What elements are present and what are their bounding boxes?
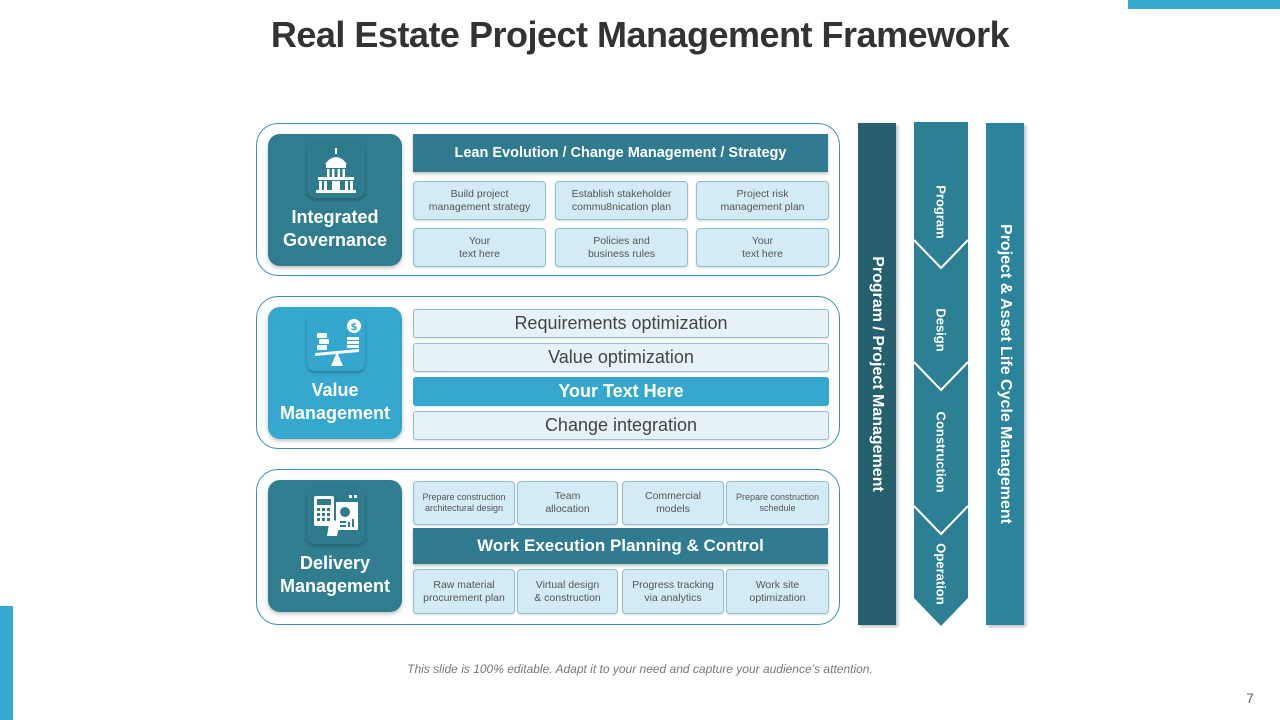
- stage-chevron-design: [914, 240, 968, 390]
- lifecycle-column: Project & Asset Life Cycle Management: [986, 123, 1024, 625]
- stage-chevron-construction: [914, 362, 968, 534]
- value-bar: Change integration: [413, 411, 829, 440]
- stage-label-operation: Operation: [933, 543, 949, 605]
- value-bar-highlight: Your Text Here: [413, 377, 829, 406]
- calculator-report-icon: [307, 486, 365, 544]
- delivery-top-box: Team allocation: [517, 481, 618, 525]
- governance-box: Project risk management plan: [696, 181, 829, 220]
- delivery-bottom-box: Virtual design & construction: [517, 569, 618, 614]
- delivery-top-box: Prepare construction schedule: [726, 481, 829, 525]
- stage-label-design: Design: [933, 308, 949, 352]
- governance-header-bar: Lean Evolution / Change Management / Str…: [413, 134, 828, 172]
- page-number: 7: [1246, 690, 1254, 706]
- delivery-top-box: Prepare construction architectural desig…: [413, 481, 515, 525]
- slide-title: Real Estate Project Management Framework: [270, 14, 1010, 55]
- program-project-column: Program / Project Management: [858, 123, 896, 625]
- delivery-bottom-box: Raw material procurement plan: [413, 569, 515, 614]
- stage-label-construction: Construction: [933, 411, 949, 493]
- top-accent-bar: [1128, 0, 1280, 9]
- balance-scale-money-icon: $: [307, 313, 365, 371]
- value-bar: Value optimization: [413, 343, 829, 372]
- left-accent-bar: [0, 606, 13, 720]
- governance-box: Your text here: [696, 228, 829, 267]
- svg-text:$: $: [351, 322, 358, 333]
- governance-box: Build project management strategy: [413, 181, 546, 220]
- governance-box: Policies and business rules: [555, 228, 688, 267]
- program-project-label: Program / Project Management: [869, 256, 886, 492]
- lifecycle-label: Project & Asset Life Cycle Management: [997, 224, 1014, 524]
- capitol-building-icon: [307, 140, 365, 198]
- stage-chevron-program: [914, 122, 968, 268]
- delivery-top-box: Commercial models: [622, 481, 724, 525]
- delivery-bottom-box: Work site optimization: [726, 569, 829, 614]
- lifecycle-stages-chevrons: [913, 122, 969, 626]
- governance-box: Your text here: [413, 228, 546, 267]
- stage-chevron-operation: [914, 506, 968, 626]
- governance-box: Establish stakeholder commu8nication pla…: [555, 181, 688, 220]
- stage-label-program: Program: [933, 185, 949, 239]
- footer-note: This slide is 100% editable. Adapt it to…: [407, 662, 873, 676]
- value-bar: Requirements optimization: [413, 309, 829, 338]
- delivery-header-bar: Work Execution Planning & Control: [413, 528, 828, 564]
- delivery-bottom-box: Progress tracking via analytics: [622, 569, 724, 614]
